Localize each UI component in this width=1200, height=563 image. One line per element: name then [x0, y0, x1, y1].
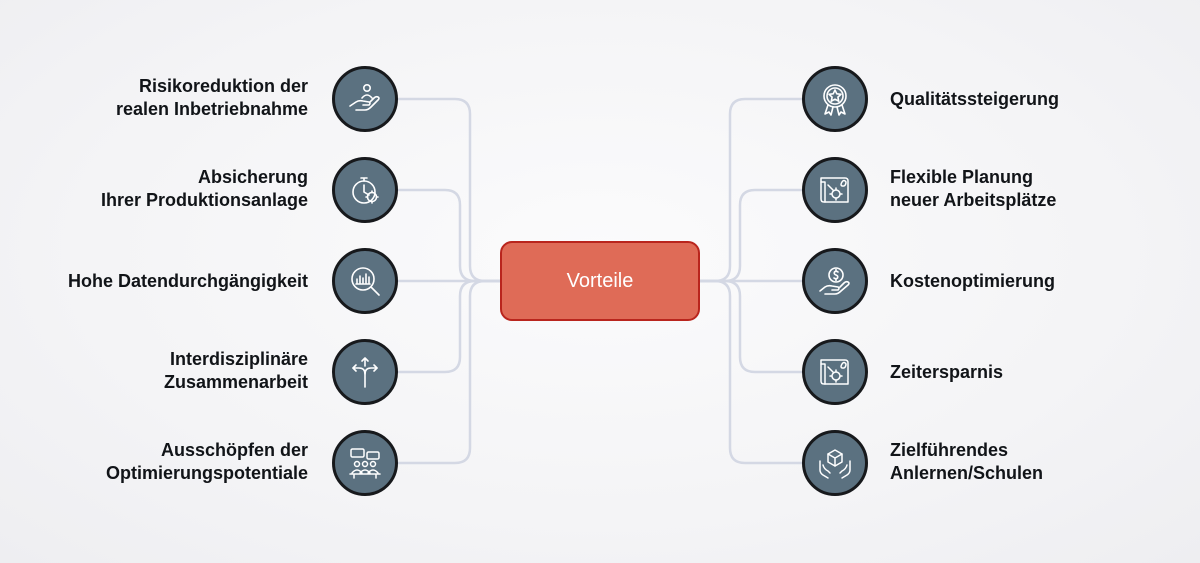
center-label: Vorteile [566, 269, 634, 292]
label-line: Zielführendes [890, 440, 1009, 460]
label-line: realen Inbetriebnahme [115, 99, 308, 119]
blueprint-gear-icon [802, 157, 868, 223]
magnifier-chart-icon [332, 248, 398, 314]
connector-right-2 [698, 188, 804, 283]
right-item-3-label: Kostenoptimierung [890, 268, 1055, 294]
label-line: Interdisziplinäre [169, 349, 308, 369]
right-item-1-label: Qualitätssteigerung [890, 86, 1059, 112]
team-meeting-icon [332, 430, 398, 496]
money-hand-icon [802, 248, 868, 314]
connector-left-4 [396, 279, 502, 374]
label-line: Risikoreduktion der [138, 76, 308, 96]
label-line: Qualitätssteigerung [890, 88, 1060, 109]
blueprint-gear-icon [802, 339, 868, 405]
quality-badge-icon [802, 66, 868, 132]
label-line: Zusammenarbeit [163, 372, 308, 392]
center-node-vorteile: Vorteile [500, 241, 700, 321]
split-arrows-icon [332, 339, 398, 405]
left-item-1-label: Risikoreduktion der realen Inbetriebnahme [116, 73, 308, 123]
connector-right-4 [698, 279, 804, 374]
connector-left-2 [396, 188, 502, 283]
hand-person-icon [332, 66, 398, 132]
label-line: Ausschöpfen der [160, 440, 308, 460]
label-line: Zeitersparnis [890, 361, 1004, 382]
label-line: Flexible Planung [890, 167, 1034, 187]
label-line: Anlernen/Schulen [890, 463, 1044, 483]
connector-right-5 [698, 279, 804, 465]
stopwatch-gear-icon [332, 157, 398, 223]
hands-cube-icon [802, 430, 868, 496]
connector-left-5 [396, 279, 502, 465]
label-line: neuer Arbeitsplätze [890, 190, 1057, 210]
label-line: Absicherung [197, 167, 308, 187]
label-line: Optimierungspotentiale [105, 463, 308, 483]
label-line: Hohe Datendurchgängigkeit [67, 270, 308, 291]
label-line: Ihrer Produktionsanlage [100, 190, 308, 210]
left-item-3-label: Hohe Datendurchgängigkeit [68, 268, 308, 294]
right-item-2-label: Flexible Planung neuer Arbeitsplätze [890, 164, 1056, 214]
label-line: Kostenoptimierung [890, 270, 1055, 291]
right-item-4-label: Zeitersparnis [890, 359, 1003, 385]
